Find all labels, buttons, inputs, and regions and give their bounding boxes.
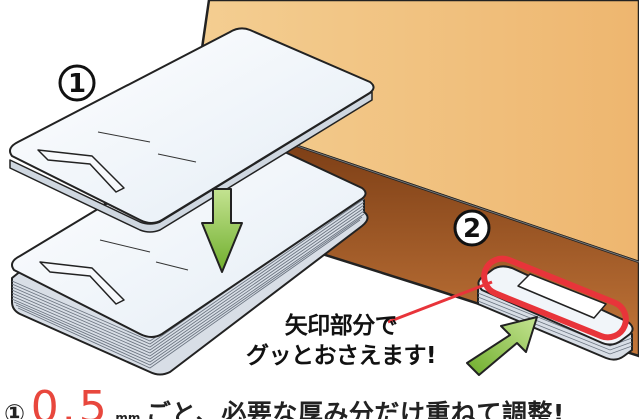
down-arrow-icon xyxy=(201,188,243,273)
callout-leader-line xyxy=(387,280,493,324)
svg-text:2: 2 xyxy=(463,214,481,244)
callout-line-2: グッとおさえます! xyxy=(246,343,437,369)
card-stack xyxy=(11,127,369,376)
caption-step-marker: ① xyxy=(4,399,26,419)
bottom-caption: ① 0.5 mm ごと、必要な厚み分だけ重ねて調整! xyxy=(4,382,639,419)
step-badge-1: 1 xyxy=(58,64,96,102)
step-badge-2: 2 xyxy=(453,209,491,247)
callout-line-1: 矢印部分で xyxy=(284,313,398,339)
callout-text: 矢印部分で グッとおさえます! xyxy=(226,311,456,371)
press-arrow-icon xyxy=(466,316,538,376)
caption-unit: mm xyxy=(115,411,141,419)
caption-instruction: ごと、必要な厚み分だけ重ねて調整! xyxy=(145,399,565,419)
card-single xyxy=(9,27,375,233)
caption-thickness-value: 0.5 xyxy=(30,382,110,419)
svg-text:1: 1 xyxy=(68,69,86,99)
highlight-frame xyxy=(481,255,629,341)
